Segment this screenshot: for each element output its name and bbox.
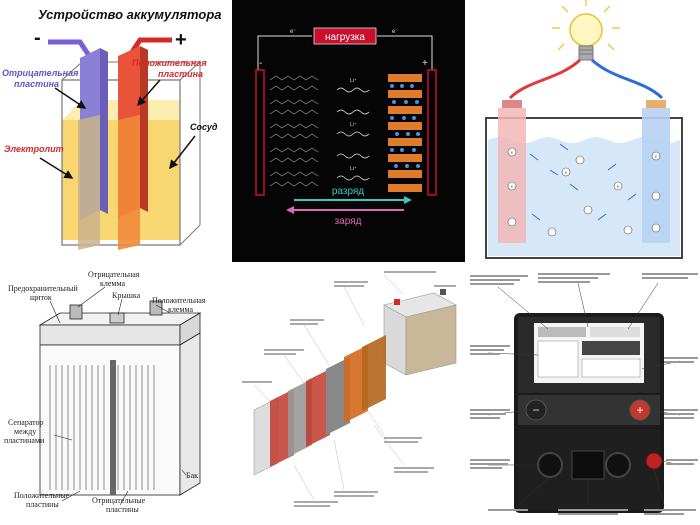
callout-text-blocks <box>242 271 456 507</box>
battery-label-panel: − + <box>468 265 700 525</box>
lead-acid-cutaway-diagram: Отрицательная клемма Предохранительный щ… <box>4 270 206 514</box>
discharge-label: разряд <box>332 186 364 197</box>
red-wire <box>508 58 582 100</box>
cathode-collector <box>427 69 437 196</box>
tank-label: Бак <box>186 471 198 480</box>
ion-label-1: Li⁺ <box>350 78 357 84</box>
positive-plate-label-2: пластина <box>158 69 203 79</box>
li-ion-diagram: нагрузка e⁻ e⁻ - + <box>232 0 465 262</box>
separator-label-2: между <box>14 427 36 436</box>
callout-lines <box>253 274 405 501</box>
ion-migration-waves <box>336 87 370 181</box>
lid-label: Крышка <box>112 291 141 300</box>
battery-structure-title: Устройство аккумулятора <box>38 7 222 22</box>
safety-shield-label-1: Предохранительный <box>8 284 79 293</box>
leader-lines <box>49 286 187 506</box>
safety-shield-label-2: щиток <box>30 293 52 302</box>
battery-casing <box>383 289 457 376</box>
lamp-cell-panel: e e e e e <box>468 0 700 262</box>
negative-plate-label-2: пластина <box>14 79 59 89</box>
battery-structure-panel: Устройство аккумулятора - + Отрицательна… <box>0 0 230 262</box>
lithium-ions-cathode <box>390 84 420 168</box>
ion-label-2: Li⁺ <box>350 122 357 128</box>
minus-sign: - <box>34 27 41 49</box>
plus-electrode-sign: + <box>422 58 428 69</box>
electrolyte-label: Электролит <box>4 144 64 154</box>
separator-label-3: пластинами <box>4 436 45 445</box>
lamp-cell-diagram: e e e e e <box>485 0 683 259</box>
cell-divider <box>110 360 116 495</box>
svg-text:+: + <box>636 403 643 417</box>
negative-terminal-label-1: Отрицательная <box>88 270 140 279</box>
battery-top-view: − + <box>514 313 664 513</box>
exploded-view-panel <box>234 265 466 525</box>
svg-text:−: − <box>532 403 539 417</box>
positive-plates-label-2: пластины <box>26 500 59 509</box>
ion-e-1: e <box>511 150 514 155</box>
lead-acid-cutaway-panel: Отрицательная клемма Предохранительный щ… <box>0 265 232 525</box>
positive-plates-label-1: Положительные <box>14 491 70 500</box>
graphite-layers <box>269 75 319 187</box>
negative-plates-label-2: пластины <box>106 505 139 514</box>
positive-plate-label-1: Положительная <box>132 58 207 68</box>
battery-sketch <box>38 300 202 496</box>
plate-stack <box>49 365 155 490</box>
plus-sign: + <box>175 29 187 51</box>
exploded-plates <box>253 335 386 476</box>
positive-terminal-label-1: Положительная <box>152 296 206 305</box>
anode-collector <box>255 69 265 196</box>
negative-plate-label-1: Отрицательная <box>2 68 79 78</box>
negative-plates-label-1: Отрицательные <box>92 496 146 505</box>
ion-arrows <box>529 143 637 221</box>
ion-e-2: e <box>511 184 514 189</box>
battery-structure-diagram: Устройство аккумулятора - + Отрицательна… <box>2 7 222 250</box>
load-label: нагрузка <box>325 32 365 43</box>
ion-label-3: Li⁺ <box>350 166 357 172</box>
exploded-view-diagram <box>242 271 457 507</box>
ion-e-5: e <box>617 184 620 189</box>
charge-label: заряд <box>335 216 362 227</box>
load-box <box>313 27 377 45</box>
ion-e-3: e <box>655 154 658 159</box>
ion-particles <box>507 147 661 237</box>
battery-label-diagram: − + <box>470 273 698 515</box>
cathode-layers <box>388 74 422 192</box>
minus-electrode-sign: - <box>259 58 262 69</box>
separator-label-1: Сепаратор <box>8 418 44 427</box>
blue-electrode <box>642 108 670 243</box>
lightbulb-icon <box>552 0 620 61</box>
positive-terminal-label-2: клемма <box>168 305 194 314</box>
negative-terminal-label-2: клемма <box>100 279 126 288</box>
electrolyte-water <box>488 137 680 256</box>
blue-wire <box>590 58 664 100</box>
vessel-label: Сосуд <box>190 122 218 132</box>
electron-label-left: e⁻ <box>290 29 297 35</box>
annotation-text-blocks <box>470 273 698 515</box>
electron-label-right: e⁻ <box>392 29 399 35</box>
li-ion-panel: нагрузка e⁻ e⁻ - + <box>232 0 465 262</box>
ion-e-4: e <box>565 170 568 175</box>
